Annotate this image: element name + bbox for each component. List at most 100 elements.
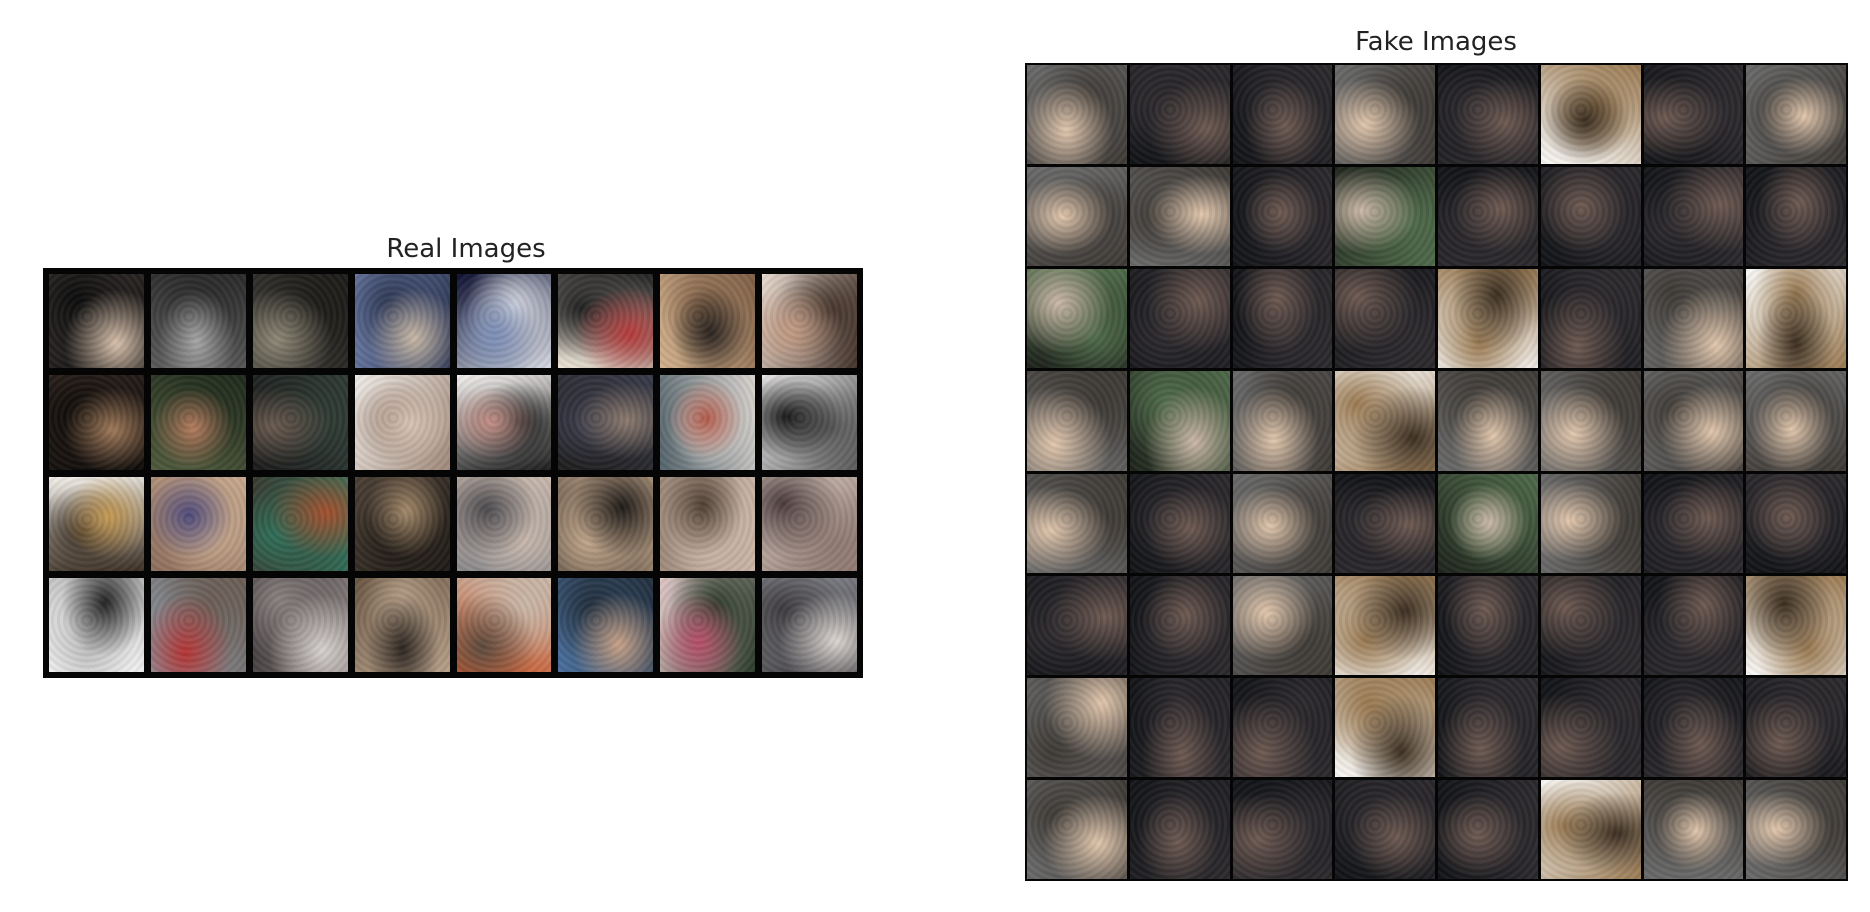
fake-image-tile (1232, 65, 1333, 165)
fake-image-tile (1438, 677, 1538, 777)
fake-image-tile (1232, 269, 1333, 369)
real-image-tile (252, 375, 348, 470)
real-image-tile (150, 375, 246, 470)
real-image-tile (456, 476, 552, 571)
fake-image-tile (1027, 167, 1127, 267)
real-image-tile (762, 274, 857, 369)
real-image-tile (558, 375, 654, 470)
fake-image-tile (1027, 65, 1127, 165)
real-image-tile (252, 274, 348, 369)
real-image-tile (456, 577, 552, 672)
fake-image-tile (1027, 269, 1127, 369)
fake-image-tile (1540, 167, 1641, 267)
fake-image-tile (1746, 779, 1846, 879)
fake-image-tile (1129, 677, 1230, 777)
real-image-tile (252, 476, 348, 571)
real-image-tile (762, 476, 857, 571)
fake-image-tile (1438, 779, 1538, 879)
fake-image-tile (1335, 65, 1435, 165)
real-image-tile (49, 577, 144, 672)
fake-image-tile (1643, 167, 1744, 267)
fake-image-tile (1335, 677, 1435, 777)
fake-image-tile (1129, 371, 1230, 471)
fake-image-tile (1438, 371, 1538, 471)
fake-image-tile (1643, 65, 1744, 165)
fake-image-tile (1643, 371, 1744, 471)
fake-image-tile (1129, 473, 1230, 573)
fake-image-tile (1540, 371, 1641, 471)
fake-image-tile (1540, 473, 1641, 573)
real-image-tile (354, 476, 450, 571)
fake-image-tile (1129, 779, 1230, 879)
fake-image-tile (1643, 779, 1744, 879)
fake-image-tile (1540, 65, 1641, 165)
real-image-tile (558, 274, 654, 369)
fake-image-tile (1232, 575, 1333, 675)
fake-image-tile (1335, 167, 1435, 267)
real-image-tile (660, 577, 756, 672)
real-images-grid (43, 268, 863, 678)
fake-image-tile (1335, 269, 1435, 369)
real-image-tile (252, 577, 348, 672)
fake-image-tile (1027, 473, 1127, 573)
fake-image-tile (1335, 473, 1435, 573)
fake-image-tile (1540, 575, 1641, 675)
real-image-tile (49, 375, 144, 470)
fake-image-tile (1746, 65, 1846, 165)
real-image-tile (558, 476, 654, 571)
real-image-tile (354, 577, 450, 672)
fake-image-tile (1438, 473, 1538, 573)
fake-image-tile (1232, 677, 1333, 777)
real-image-tile (456, 274, 552, 369)
fake-image-tile (1540, 677, 1641, 777)
fake-images-title: Fake Images (1355, 27, 1517, 57)
real-image-tile (49, 274, 144, 369)
fake-image-tile (1643, 677, 1744, 777)
fake-image-tile (1438, 65, 1538, 165)
fake-image-tile (1027, 779, 1127, 879)
fake-image-tile (1746, 269, 1846, 369)
fake-image-tile (1129, 575, 1230, 675)
fake-image-tile (1129, 167, 1230, 267)
real-image-tile (354, 375, 450, 470)
real-image-tile (660, 476, 756, 571)
real-image-tile (150, 577, 246, 672)
fake-image-tile (1027, 575, 1127, 675)
fake-image-tile (1027, 677, 1127, 777)
fake-image-tile (1027, 371, 1127, 471)
fake-image-tile (1232, 779, 1333, 879)
fake-image-tile (1438, 575, 1538, 675)
real-image-tile (150, 274, 246, 369)
fake-image-tile (1540, 779, 1641, 879)
fake-image-tile (1746, 575, 1846, 675)
fake-image-tile (1232, 473, 1333, 573)
fake-image-tile (1335, 371, 1435, 471)
real-image-tile (660, 375, 756, 470)
fake-image-tile (1643, 269, 1744, 369)
fake-image-tile (1540, 269, 1641, 369)
real-images-title: Real Images (386, 234, 546, 264)
fake-image-tile (1232, 167, 1333, 267)
real-image-tile (558, 577, 654, 672)
real-image-tile (354, 274, 450, 369)
fake-image-tile (1746, 167, 1846, 267)
real-image-tile (456, 375, 552, 470)
real-image-tile (660, 274, 756, 369)
real-image-tile (762, 375, 857, 470)
fake-image-tile (1746, 473, 1846, 573)
fake-image-tile (1643, 473, 1744, 573)
fake-image-tile (1438, 167, 1538, 267)
fake-image-tile (1129, 65, 1230, 165)
fake-image-tile (1438, 269, 1538, 369)
fake-image-tile (1335, 779, 1435, 879)
fake-image-tile (1746, 677, 1846, 777)
fake-image-tile (1643, 575, 1744, 675)
real-image-tile (150, 476, 246, 571)
real-image-tile (762, 577, 857, 672)
fake-image-tile (1746, 371, 1846, 471)
fake-image-tile (1335, 575, 1435, 675)
fake-image-tile (1232, 371, 1333, 471)
real-image-tile (49, 476, 144, 571)
fake-images-grid (1025, 63, 1848, 881)
fake-image-tile (1129, 269, 1230, 369)
